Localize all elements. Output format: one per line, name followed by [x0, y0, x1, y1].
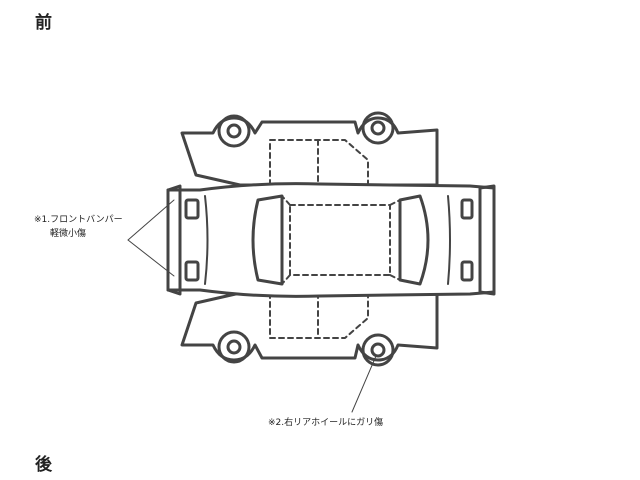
leader-lines-front-bumper [127, 199, 175, 277]
wheel-rear-top [361, 111, 395, 145]
wheel-front-top [217, 114, 251, 148]
side-view-bottom [180, 291, 439, 367]
wheel-rear-bottom [361, 333, 395, 367]
top-view-body [166, 182, 496, 298]
roof-outline [281, 195, 401, 285]
damage-note-front-bumper-line2: 軽微小傷 [50, 229, 87, 239]
side-view-top [180, 111, 439, 187]
damage-note-front-bumper: ※1.フロントバンパー 軽微小傷 [34, 213, 123, 241]
damage-note-rear-wheel: ※2.右リアホイールにガリ傷 [268, 418, 384, 428]
side-door-outline-top [269, 139, 369, 186]
side-door-outline-bottom [269, 292, 369, 339]
front-label: 前 [35, 13, 52, 33]
damage-note-front-bumper-line1: ※1.フロントバンパー [34, 215, 123, 225]
wheel-front-bottom [217, 330, 251, 364]
windshield [251, 194, 284, 286]
leader-line-rear-wheel [351, 355, 377, 413]
rear-window [398, 194, 430, 286]
back-label: 後 [35, 455, 52, 475]
